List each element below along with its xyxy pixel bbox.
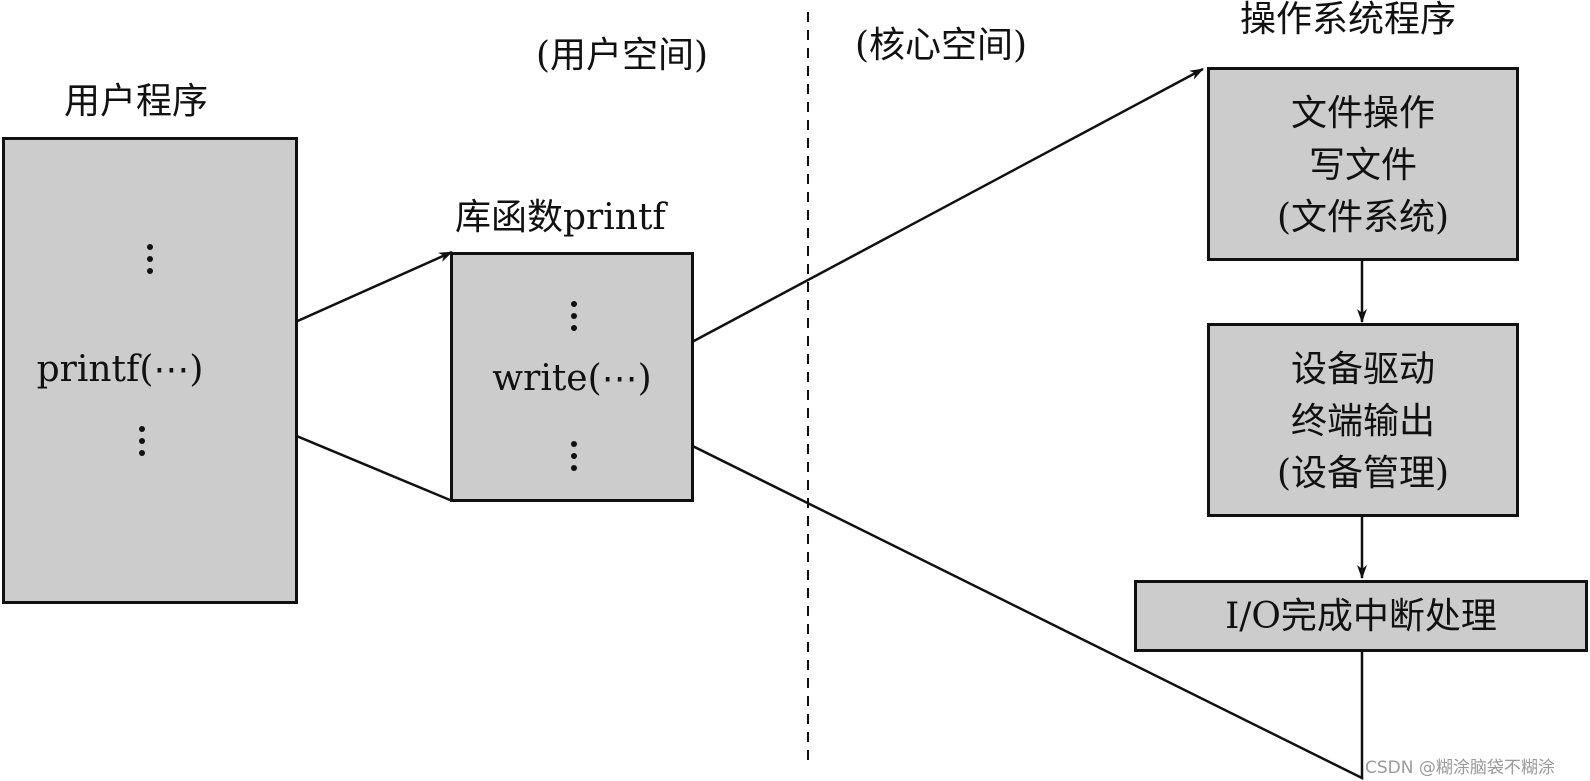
os-title: 操作系统程序: [1240, 0, 1457, 40]
file-operation-line: 文件操作: [1290, 93, 1435, 134]
file-operation-box: 文件操作 写文件 (文件系统): [1207, 67, 1519, 261]
library-box: write(⋯): [450, 252, 694, 502]
io-interrupt-box: I/O完成中断处理: [1134, 580, 1588, 652]
printf-call: printf(⋯): [36, 349, 204, 390]
user-program-title: 用户程序: [64, 81, 209, 122]
terminal-output-line: 终端输出: [1290, 401, 1435, 442]
ellipsis-bottom: [139, 426, 147, 462]
device-driver-line: 设备驱动: [1290, 349, 1435, 390]
write-file-line: 写文件: [1308, 145, 1417, 186]
library-title: 库函数printf: [455, 197, 666, 238]
device-driver-box: 设备驱动 终端输出 (设备管理): [1207, 323, 1519, 517]
ellipsis-bottom: [571, 441, 579, 477]
write-call: write(⋯): [492, 358, 652, 399]
file-system-line: (文件系统): [1276, 197, 1450, 238]
user-space-label: (用户空间): [536, 35, 709, 76]
ellipsis-top: [147, 244, 155, 280]
watermark: CSDN @糊涂脑袋不糊涂: [1365, 758, 1555, 778]
io-interrupt-label: I/O完成中断处理: [1225, 596, 1497, 637]
user-program-box: printf(⋯): [2, 137, 298, 604]
ellipsis-top: [571, 301, 579, 337]
arrow-write-to-os: [661, 67, 1204, 360]
kernel-space-label: (核心空间): [855, 25, 1028, 66]
arrow-interrupt-return: [619, 408, 1364, 781]
device-management-line: (设备管理): [1276, 453, 1450, 494]
